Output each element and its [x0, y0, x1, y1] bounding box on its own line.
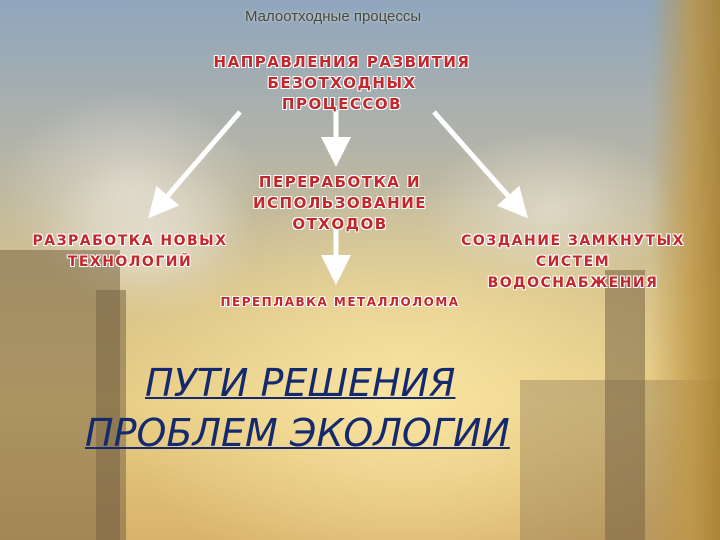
factory-chimney [605, 270, 645, 540]
main-node-line: БЕЗОТХОДНЫХ ПРОЦЕССОВ [267, 74, 417, 113]
arrow-left [148, 110, 242, 219]
slide-title: ПУТИ РЕШЕНИЯ ПРОБЛЕМ ЭКОЛОГИИ [60, 358, 600, 458]
decorative-side-panel [650, 0, 720, 540]
slide-title-line1: ПУТИ РЕШЕНИЯ [145, 361, 456, 405]
center-node-line: ИСПОЛЬЗОВАНИЕ ОТХОДОВ [252, 194, 428, 233]
left-node: РАЗРАБОТКА НОВЫХ ТЕХНОЛОГИЙ [30, 231, 230, 273]
center-node: ПЕРЕРАБОТКА И ИСПОЛЬЗОВАНИЕ ОТХОДОВ [205, 172, 475, 235]
diagram-small-title: Малоотходные процессы [245, 8, 422, 25]
center-node-line: ПЕРЕРАБОТКА И [258, 173, 422, 191]
main-node-line: НАПРАВЛЕНИЯ РАЗВИТИЯ [213, 53, 471, 71]
right-node: СОЗДАНИЕ ЗАМКНУТЫХ СИСТЕМ ВОДОСНАБЖЕНИЯ [448, 231, 698, 294]
left-node-line: РАЗРАБОТКА НОВЫХ [32, 233, 228, 249]
factory-chimney [96, 290, 126, 540]
main-node: НАПРАВЛЕНИЯ РАЗВИТИЯ БЕЗОТХОДНЫХ ПРОЦЕСС… [212, 52, 472, 115]
bottom-node: ПЕРЕПЛАВКА МЕТАЛЛОЛОМА [220, 295, 460, 309]
smoke-cloud [420, 130, 680, 290]
arrow-right [432, 110, 528, 219]
slide-title-line2: ПРОБЛЕМ ЭКОЛОГИИ [85, 411, 510, 455]
right-node-line: СОЗДАНИЕ ЗАМКНУТЫХ [461, 233, 685, 249]
left-node-line: ТЕХНОЛОГИЙ [67, 254, 193, 270]
right-node-line: СИСТЕМ ВОДОСНАБЖЕНИЯ [487, 254, 659, 291]
